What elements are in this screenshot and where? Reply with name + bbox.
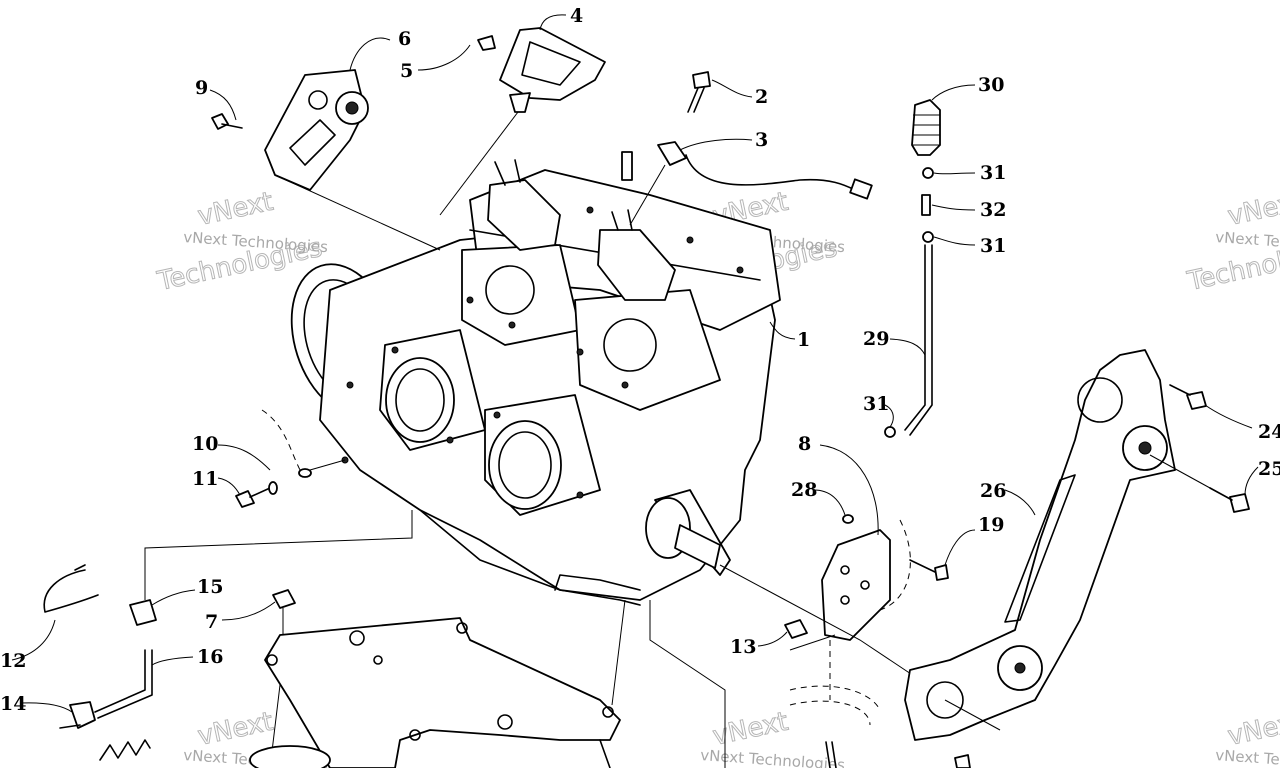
engine-mount-bracket — [264, 69, 441, 251]
watermark-vnext: vNext — [1225, 187, 1280, 232]
cylinder-2 — [574, 289, 721, 411]
shaft-bracket — [789, 519, 911, 651]
mount-bolt-left — [235, 481, 278, 508]
part-number-15: 15 — [197, 576, 223, 598]
fitting-leader — [144, 510, 413, 600]
part-number-7: 7 — [205, 611, 218, 633]
shaft-leader — [649, 600, 726, 768]
watermark: vNext vNext Technologies — [700, 706, 846, 768]
part-number-25: 25 — [1258, 458, 1280, 480]
watermark-vnext: vNext — [1225, 707, 1280, 752]
engine-mount-plate — [249, 617, 621, 768]
bracket-nut — [784, 619, 808, 639]
spring — [99, 739, 151, 761]
part-number-31: 31 — [980, 235, 1006, 257]
part-number-5: 5 — [400, 60, 413, 82]
leader-lines — [11, 14, 1259, 713]
part-number-12: 12 — [0, 650, 26, 672]
watermark-text: vNext Technologies — [1215, 746, 1280, 768]
leader — [309, 459, 346, 471]
hidden-line — [261, 409, 301, 471]
part-number-16: 16 — [197, 646, 223, 668]
mount-nut — [272, 589, 296, 609]
part-number-14: 14 — [0, 693, 26, 715]
plug-wire-1 — [494, 159, 521, 186]
intake-port-2 — [488, 420, 562, 510]
arm-bolt-25 — [1149, 454, 1250, 513]
plug-cap-2 — [597, 229, 676, 301]
part-number-1: 1 — [797, 329, 810, 351]
part-number-2: 2 — [755, 86, 768, 108]
oil-hose — [94, 649, 153, 719]
part-number-labels: 1 2 3 4 5 6 7 8 9 10 11 12 13 14 15 16 1… — [0, 5, 1280, 715]
part-number-30: 30 — [978, 74, 1004, 96]
part-number-28: 28 — [791, 479, 817, 501]
watermark-text: vNext Technologies — [700, 746, 846, 768]
part-number-13: 13 — [730, 636, 756, 658]
watermark-vnext: vNext — [710, 707, 791, 752]
bracket-washer — [842, 514, 854, 524]
part-number-31: 31 — [980, 162, 1006, 184]
watermark-vnext: vNext — [195, 187, 276, 232]
lifting-handle — [439, 27, 606, 216]
torque-arm — [904, 349, 1176, 741]
watermark-vnext: vNext — [195, 707, 276, 752]
plate-leader — [611, 599, 626, 706]
arm-bolt-bottom — [954, 754, 971, 768]
part-number-4: 4 — [570, 5, 583, 27]
intake-port-1-inner — [395, 368, 445, 432]
case-bolts — [341, 206, 744, 499]
bracket-bolt — [211, 113, 243, 130]
output-shaft — [674, 524, 721, 569]
arm-bolt-24 — [1169, 384, 1207, 410]
spark-plug — [621, 151, 633, 181]
part-number-29: 29 — [863, 328, 889, 350]
part-number-10: 10 — [192, 433, 218, 455]
part-number-26: 26 — [980, 480, 1006, 502]
lock-washer — [298, 468, 312, 478]
part-number-8: 8 — [798, 433, 811, 455]
part-number-24: 24 — [1258, 421, 1280, 443]
temperature-sensor — [629, 141, 873, 226]
part-number-9: 9 — [195, 77, 208, 99]
part-number-11: 11 — [192, 468, 218, 490]
intake-port-2-inner — [498, 431, 552, 499]
engine-assembly — [290, 151, 781, 606]
plug-cap-1 — [487, 179, 561, 251]
check-valve-stem — [59, 724, 81, 729]
cylinder-2-bore — [603, 318, 657, 372]
watermark: vNext vNext Technologies Technologies — [1184, 186, 1280, 297]
lower-stud — [825, 741, 837, 768]
retaining-clip — [477, 35, 496, 51]
check-valve — [69, 701, 96, 729]
lower-case-edge — [419, 509, 641, 606]
part-number-6: 6 — [398, 28, 411, 50]
cylinder-1 — [461, 244, 581, 346]
plug-wire-2 — [611, 209, 633, 231]
part-number-31: 31 — [863, 393, 889, 415]
part-number-32: 32 — [980, 199, 1006, 221]
watermark: vNext vNext Technologies — [1215, 706, 1280, 768]
lower-case-detail — [554, 574, 641, 591]
nut-leader — [269, 608, 284, 768]
fitting — [129, 599, 157, 626]
throttle-rod-assembly — [884, 99, 941, 438]
bracket-bolt-right — [909, 559, 949, 581]
shaft-hidden — [789, 685, 881, 726]
hose-clamp — [43, 564, 99, 613]
head-bolt — [687, 71, 711, 113]
shaft-axis — [719, 564, 921, 681]
part-number-19: 19 — [978, 514, 1004, 536]
part-number-3: 3 — [755, 129, 768, 151]
cylinder-1-bore — [485, 265, 535, 315]
